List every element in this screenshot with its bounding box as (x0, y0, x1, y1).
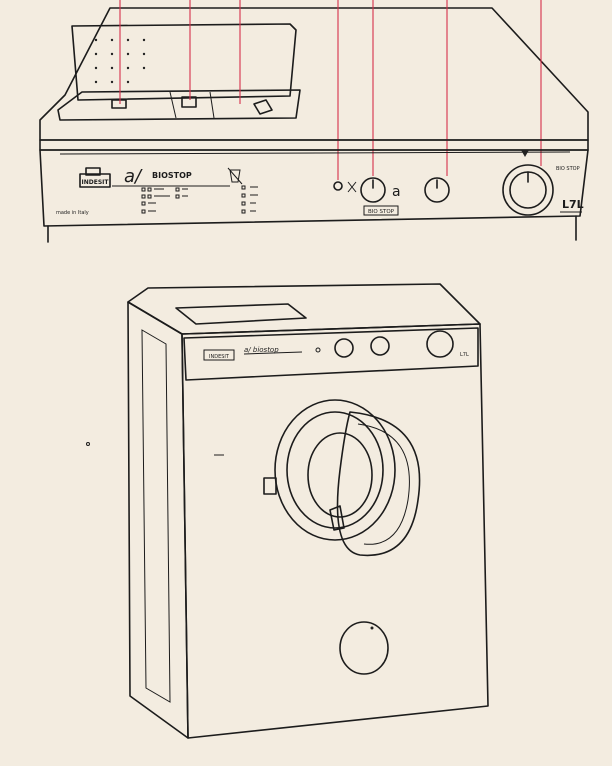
lid-dot-grid (94, 38, 146, 84)
drawer-compartment-2 (181, 96, 197, 108)
machine-side (127, 301, 189, 739)
program-dial[interactable]: BIO STOP (502, 150, 580, 216)
front-fascia (39, 139, 589, 151)
machine-control-panel (183, 327, 479, 381)
drum (307, 432, 373, 518)
brand-name-machine: INDESIT (209, 354, 230, 360)
crossed-tub-icon (227, 167, 243, 185)
open-door[interactable] (336, 411, 421, 557)
detergent-drawer (57, 89, 301, 121)
biostop-knob[interactable] (360, 177, 386, 203)
door-opening (286, 411, 384, 529)
brand-logo-machine: INDESIT (203, 349, 235, 361)
model-label-top: L7L (562, 198, 584, 211)
made-in-label: made in Italy (56, 210, 89, 216)
program-symbol-top: a/ (124, 166, 143, 187)
top-drawer (175, 303, 307, 325)
machine-program-dial[interactable] (426, 330, 454, 358)
brand-logo-top: INDESIT (79, 167, 111, 188)
filter-hatch[interactable] (339, 621, 389, 675)
biostop-label-top: BIOSTOP (152, 171, 192, 180)
control-panel-closeup: INDESIT a/ BIOSTOP made in Italy (39, 0, 589, 243)
biostop-box-label: BIO STOP (368, 209, 395, 215)
door-ring (274, 399, 396, 541)
side-panel-inset (141, 329, 171, 703)
machine-knob-temperature[interactable] (370, 336, 390, 356)
leader-lines (119, 0, 542, 180)
program-symbol-machine: a/ biostop (244, 346, 279, 354)
drawer-lid (71, 23, 297, 101)
drawer-compartment-3 (253, 99, 273, 115)
door-handle[interactable] (329, 505, 345, 531)
washing-machine-illustration: INDESIT a/ biostop L7L (86, 283, 489, 739)
dial-label: BIO STOP (556, 166, 580, 172)
knob-letter: a (392, 184, 401, 200)
machine-front (181, 323, 489, 739)
brand-name-top: INDESIT (82, 179, 110, 186)
control-strip (39, 149, 589, 227)
model-label-machine: L7L (460, 352, 469, 358)
door-hinge (263, 477, 277, 495)
indicator-lamp (333, 181, 343, 191)
temperature-knob[interactable] (424, 177, 450, 203)
drawer-compartment-1 (111, 99, 127, 109)
program-chart-top (141, 185, 258, 214)
crossed-symbol (347, 181, 357, 193)
machine-knob-biostop[interactable] (334, 338, 354, 358)
